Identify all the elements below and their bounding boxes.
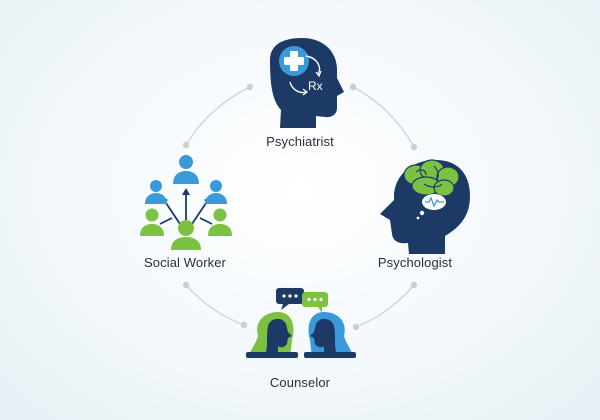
person-icon-upper-left [145, 180, 167, 204]
connector-dot-psychiatrist [349, 83, 357, 91]
left-person-face [266, 318, 292, 352]
role-label-psychiatrist: Psychiatrist [266, 134, 334, 149]
connector-dot-social-top [182, 141, 190, 149]
person-icon-upper-right [205, 180, 227, 204]
rx-symbol: Rx [308, 79, 323, 93]
speech-bubble-dark-icon [276, 288, 304, 310]
speech-bubble-green-icon [302, 292, 328, 313]
connector-counselor-to-social-worker [185, 284, 245, 326]
head-medical-cross-icon: Rx [270, 38, 344, 128]
connector-dot-psychologist-bottom [410, 281, 418, 289]
rx-arrow-icon [305, 55, 321, 75]
role-label-social-worker: Social Worker [144, 255, 226, 270]
person-icon-top [173, 155, 199, 184]
group-network-icon [140, 155, 232, 250]
connector-dot-social-bottom [182, 281, 190, 289]
connector-dots [182, 83, 418, 331]
role-label-psychologist: Psychologist [377, 255, 453, 270]
person-icon-bottom [171, 220, 201, 250]
two-people-talking-icon [246, 288, 356, 358]
connector-dot-psychiatrist-left [246, 83, 254, 91]
person-icon-lower-right [208, 208, 232, 236]
role-label-counselor: Counselor [269, 375, 331, 390]
head-brain-icon [380, 159, 470, 254]
thought-bubble-icon [416, 194, 446, 220]
connector-dot-counselor-right [352, 323, 360, 331]
person-icon-lower-left [140, 208, 164, 236]
connector-arcs [185, 86, 415, 328]
connector-dot-counselor-left [240, 321, 248, 329]
right-person-face [310, 318, 336, 352]
connector-psychiatrist-to-psychologist [352, 86, 415, 148]
connector-social-worker-to-psychiatrist [185, 86, 251, 146]
connector-psychologist-to-counselor [355, 284, 415, 328]
connector-dot-psychologist [410, 143, 418, 151]
network-arrows [159, 188, 213, 225]
